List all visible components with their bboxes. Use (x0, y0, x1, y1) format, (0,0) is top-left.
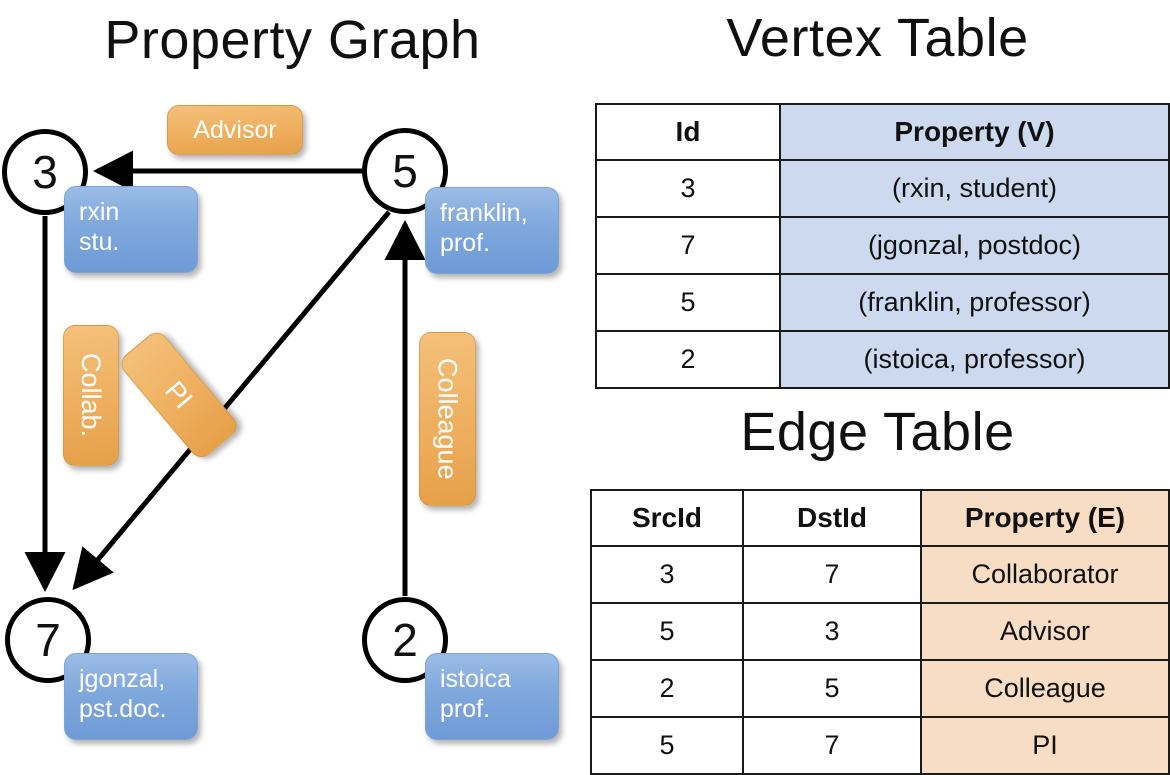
graph-node-2[interactable]: 2 (362, 597, 448, 683)
graph-node-5[interactable]: 5 (362, 128, 448, 214)
edge-property-cell: PI (920, 716, 1170, 775)
vertex-property-line-2: prof. (440, 695, 491, 723)
vertex-property-box-rxin: rxin stu. (64, 186, 198, 273)
vertex-property-line-2: prof. (440, 229, 491, 257)
edge-table-col-property: Property (E) (920, 489, 1170, 547)
edge-label-pi-text: PI (159, 375, 199, 415)
vertex-id-cell: 3 (595, 159, 781, 218)
vertex-property-line-2: stu. (79, 228, 120, 256)
edge-label-advisor-text: Advisor (193, 116, 277, 144)
table-row[interactable]: 5 3 Advisor (590, 602, 1170, 661)
edge-src-cell: 5 (590, 602, 744, 661)
vertex-property-box-franklin: franklin, prof. (425, 187, 559, 274)
table-row[interactable]: 3 7 Collaborator (590, 545, 1170, 604)
edge-label-collab-text: Collab. (76, 353, 106, 438)
table-row[interactable]: 5 7 PI (590, 716, 1170, 775)
vertex-property-line-1: istoica (440, 665, 511, 693)
vertex-property-cell: (istoica, professor) (779, 330, 1170, 389)
edge-src-cell: 2 (590, 659, 744, 718)
graph-edges (24, 150, 426, 596)
edge-label-colleague: Colleague (419, 332, 476, 506)
table-row[interactable]: 5 (franklin, professor) (595, 273, 1170, 332)
edge-property-cell: Collaborator (920, 545, 1170, 604)
vertex-id-cell: 7 (595, 216, 781, 275)
edge-table-col-srcid: SrcId (590, 489, 744, 547)
vertex-table-col-id: Id (595, 103, 781, 161)
edge-property-cell: Colleague (920, 659, 1170, 718)
vertex-table: Id Property (V) 3 (rxin, student) 7 (jgo… (595, 103, 1170, 389)
vertex-table-header-row: Id Property (V) (595, 103, 1170, 161)
table-row[interactable]: 2 5 Colleague (590, 659, 1170, 718)
edge-src-cell: 3 (590, 545, 744, 604)
edge-table-col-dstid: DstId (742, 489, 922, 547)
vertex-property-box-jgonzal: jgonzal, pst.doc. (64, 653, 198, 740)
vertex-property-line-1: rxin (79, 198, 120, 226)
edge-dst-cell: 7 (742, 716, 922, 775)
edge-5-to-7 (72, 210, 391, 591)
vertex-property-line-2: pst.doc. (79, 695, 167, 723)
table-row[interactable]: 2 (istoica, professor) (595, 330, 1170, 389)
edge-src-cell: 5 (590, 716, 744, 775)
vertex-property-line-1: franklin, (440, 199, 528, 227)
vertex-table-col-property: Property (V) (779, 103, 1170, 161)
vertex-id-cell: 5 (595, 273, 781, 332)
table-row[interactable]: 3 (rxin, student) (595, 159, 1170, 218)
vertex-id-cell: 2 (595, 330, 781, 389)
edge-table: SrcId DstId Property (E) 3 7 Collaborato… (590, 489, 1170, 775)
page-title-vertex-table: Vertex Table (726, 8, 1029, 68)
edge-dst-cell: 5 (742, 659, 922, 718)
table-row[interactable]: 7 (jgonzal, postdoc) (595, 216, 1170, 275)
edge-dst-cell: 3 (742, 602, 922, 661)
vertex-property-cell: (rxin, student) (779, 159, 1170, 218)
edge-label-colleague-text: Colleague (432, 358, 463, 480)
edge-property-cell: Advisor (920, 602, 1170, 661)
edge-label-advisor: Advisor (167, 105, 303, 155)
page-title-edge-table: Edge Table (740, 402, 1015, 462)
page-title-property-graph: Property Graph (104, 10, 481, 70)
edge-table-header-row: SrcId DstId Property (E) (590, 489, 1170, 547)
edge-label-collab: Collab. (63, 325, 119, 466)
vertex-property-box-istoica: istoica prof. (425, 653, 559, 740)
vertex-property-cell: (jgonzal, postdoc) (779, 216, 1170, 275)
vertex-property-cell: (franklin, professor) (779, 273, 1170, 332)
edge-dst-cell: 7 (742, 545, 922, 604)
vertex-property-line-1: jgonzal, (79, 665, 166, 693)
